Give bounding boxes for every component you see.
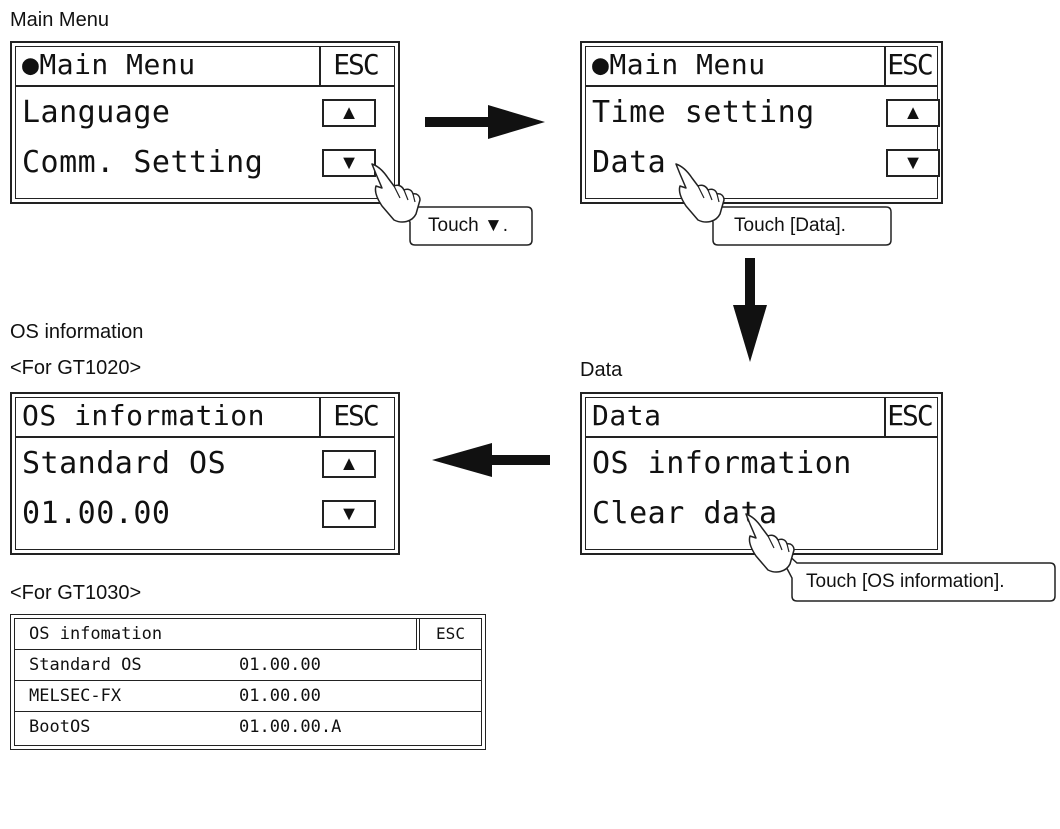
callout-bubble-touch-down xyxy=(381,191,533,246)
os-name: Standard OS xyxy=(29,655,142,675)
arrow-down-icon xyxy=(733,258,767,362)
esc-button[interactable]: ESC xyxy=(419,619,481,650)
scroll-up-button[interactable]: ▲ xyxy=(322,99,376,127)
menu-item-comm-setting[interactable]: Comm. Setting xyxy=(22,145,264,180)
main-menu-screen-2: ●Main Menu ESC Time setting Data ▲ ▼ xyxy=(580,41,943,204)
os-version: 01.00.00 xyxy=(239,686,321,706)
callout-touch-down: Touch ▼. xyxy=(428,215,509,236)
os-name: MELSEC-FX xyxy=(29,686,122,706)
os-information-screen-gt1020: OS information ESC Standard OS 01.00.00 … xyxy=(10,392,400,555)
pointing-hand-icon xyxy=(745,513,795,573)
menu-item-time-setting[interactable]: Time setting xyxy=(592,95,815,130)
menu-item-os-information[interactable]: OS information xyxy=(592,446,852,481)
esc-button[interactable]: ESC xyxy=(882,47,937,87)
os-table-body: Standard OS 01.00.00 MELSEC-FX 01.00.00 … xyxy=(15,650,481,745)
scroll-down-button[interactable]: ▼ xyxy=(322,500,376,528)
os-version: 01.00.00 xyxy=(239,655,321,675)
arrow-left-icon xyxy=(432,443,550,477)
scroll-up-button[interactable]: ▲ xyxy=(322,450,376,478)
esc-button[interactable]: ESC xyxy=(317,398,394,438)
callout-bubble-touch-os-information xyxy=(771,539,1056,602)
data-screen: Data ESC OS information Clear data xyxy=(580,392,943,555)
callout-touch-os-information: Touch [OS information]. xyxy=(806,571,1005,592)
os-information-screen-gt1030: OS infomation ESC Standard OS 01.00.00 M… xyxy=(10,614,486,750)
callout-touch-data: Touch [Data]. xyxy=(734,215,846,236)
callout-bubble-touch-data xyxy=(691,189,892,246)
menu-item-data[interactable]: Data xyxy=(592,145,667,180)
screen-title: ●Main Menu xyxy=(586,47,886,87)
table-row: Standard OS 01.00.00 xyxy=(15,650,481,681)
pointing-hand-icon xyxy=(675,163,725,223)
scroll-down-button[interactable]: ▼ xyxy=(886,149,940,177)
table-row: MELSEC-FX 01.00.00 xyxy=(15,681,481,712)
menu-item-language[interactable]: Language xyxy=(22,95,171,130)
os-version: 01.00.00.A xyxy=(239,717,342,737)
arrow-right-icon xyxy=(425,105,545,139)
scroll-up-button[interactable]: ▲ xyxy=(886,99,940,127)
screen-title: OS information xyxy=(16,398,321,438)
caption-for-gt1020: <For GT1020> xyxy=(10,357,142,379)
screen-title: Data xyxy=(586,398,886,438)
caption-main-menu: Main Menu xyxy=(10,9,109,31)
scroll-down-button[interactable]: ▼ xyxy=(322,149,376,177)
pointing-hand-icon xyxy=(371,163,421,223)
table-title: OS infomation xyxy=(15,619,417,650)
esc-button[interactable]: ESC xyxy=(882,398,937,438)
esc-button[interactable]: ESC xyxy=(317,47,394,87)
os-version: 01.00.00 xyxy=(22,496,171,531)
os-name: BootOS xyxy=(29,717,91,737)
caption-data: Data xyxy=(580,359,623,381)
main-menu-screen-1: ●Main Menu ESC Language Comm. Setting ▲ … xyxy=(10,41,400,204)
caption-for-gt1030: <For GT1030> xyxy=(10,582,142,604)
os-name: Standard OS xyxy=(22,446,227,481)
screen-title: ●Main Menu xyxy=(16,47,321,87)
caption-os-information: OS information xyxy=(10,321,144,343)
table-row: BootOS 01.00.00.A xyxy=(15,712,481,743)
